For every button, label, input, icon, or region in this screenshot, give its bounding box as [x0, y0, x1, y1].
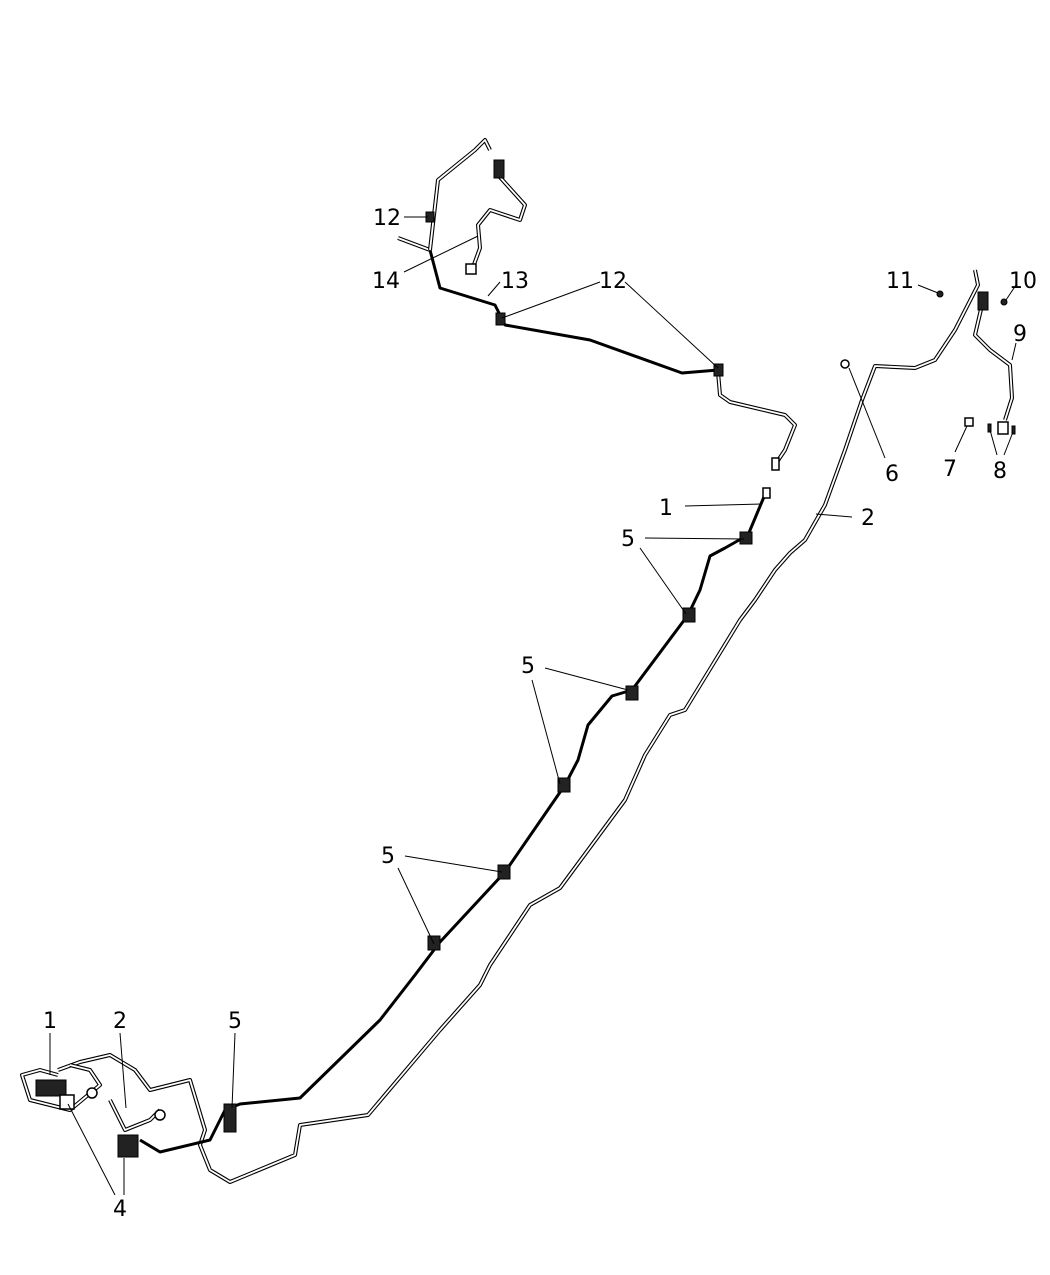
callout-5: 5	[381, 844, 395, 869]
callout-2: 2	[861, 506, 875, 531]
callout-10: 10	[1009, 269, 1037, 294]
brake-tube-13	[397, 138, 797, 467]
callout-1: 1	[659, 496, 673, 521]
callout-2: 2	[113, 1009, 127, 1034]
callout-8: 8	[993, 459, 1007, 484]
brake-tube-1	[20, 491, 768, 1154]
callout-5: 5	[228, 1009, 242, 1034]
clips	[223, 211, 753, 1133]
callout-5: 5	[621, 527, 635, 552]
callout-13: 13	[501, 269, 529, 294]
small-parts	[35, 290, 1016, 1158]
callout-14: 14	[372, 269, 400, 294]
callout-4: 4	[113, 1197, 127, 1222]
callout-5: 5	[521, 654, 535, 679]
callout-11: 11	[886, 269, 914, 294]
leader-lines	[49, 216, 1017, 1196]
brake-tube-2	[57, 269, 980, 1184]
brake-hose-9	[973, 291, 1014, 435]
callout-6: 6	[885, 462, 899, 487]
callout-12: 12	[373, 206, 401, 231]
brake-hose-14	[465, 159, 527, 275]
callout-1: 1	[43, 1009, 57, 1034]
callout-9: 9	[1013, 322, 1027, 347]
callout-12: 12	[599, 269, 627, 294]
callout-7: 7	[943, 457, 957, 482]
